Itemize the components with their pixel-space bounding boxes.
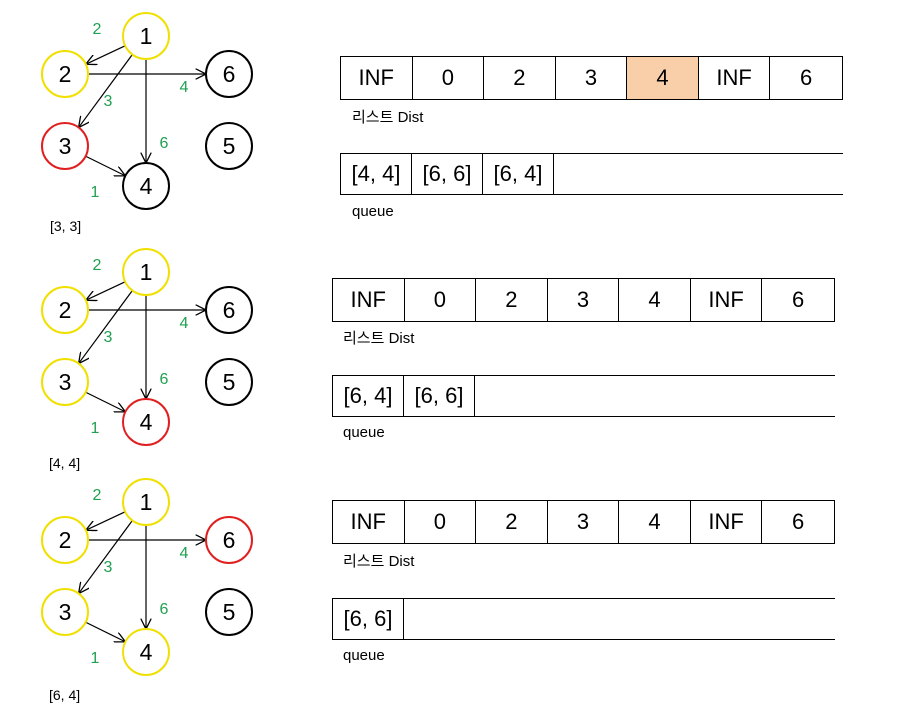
- node-1: [122, 12, 170, 60]
- queue-step-2: [6, 4][6, 6]: [332, 375, 835, 417]
- dist-cell-5: INF: [691, 279, 763, 321]
- node-3: [41, 588, 89, 636]
- queue-item-1: [6, 6]: [412, 154, 483, 194]
- node-label-3: 3: [59, 599, 72, 625]
- edge-weight-2-6: 4: [180, 545, 189, 562]
- edge-weight-3-4: 1: [91, 420, 100, 437]
- node-label-5: 5: [223, 599, 236, 625]
- node-label-4: 4: [140, 639, 153, 665]
- dist-cell-3: 3: [548, 501, 620, 543]
- graph-step-2: 2 3 6 4 1 1 2 3 4 5 6: [41, 248, 253, 446]
- node-2: [41, 50, 89, 98]
- dist-cell-1: 0: [413, 57, 485, 99]
- edge-weight-1-2: 2: [93, 487, 102, 504]
- node-3: [41, 122, 89, 170]
- node-label-5: 5: [223, 133, 236, 159]
- node-label-6: 6: [223, 297, 236, 323]
- edge-1-3: [79, 511, 139, 592]
- dist-cell-1: 0: [405, 279, 477, 321]
- edge-weight-2-6: 4: [180, 315, 189, 332]
- queue-item-2: [6, 4]: [483, 154, 554, 194]
- edge-weight-3-4: 1: [91, 184, 100, 201]
- edge-weight-1-4: 6: [160, 371, 169, 388]
- edge-weight-1-4: 6: [160, 135, 169, 152]
- node-6: [205, 50, 253, 98]
- step-1-label: [3, 3]: [50, 218, 82, 234]
- node-3: [41, 358, 89, 406]
- node-5: [205, 588, 253, 636]
- node-4: [122, 398, 170, 446]
- edge-weight-3-4: 1: [91, 650, 100, 667]
- node-label-5: 5: [223, 369, 236, 395]
- node-label-1: 1: [140, 23, 153, 49]
- node-label-2: 2: [59, 297, 72, 323]
- queue-item-0: [6, 4]: [333, 376, 404, 416]
- dist-cell-4: 4: [619, 501, 691, 543]
- edge-weight-1-2: 2: [93, 21, 102, 38]
- dist-cell-6: 6: [792, 287, 805, 312]
- node-label-4: 4: [140, 409, 153, 435]
- dist-cell-0: INF: [333, 279, 405, 321]
- dist-cell-0: INF: [341, 57, 413, 99]
- queue-caption-step-3: queue: [343, 647, 385, 664]
- node-label-1: 1: [140, 489, 153, 515]
- edge-weight-1-4: 6: [160, 601, 169, 618]
- node-6: [205, 286, 253, 334]
- queue-caption-step-1: queue: [352, 203, 394, 220]
- dist-caption-step-2: 리스트 Dist: [343, 330, 415, 347]
- node-1: [122, 478, 170, 526]
- dist-cell-2: 2: [484, 57, 556, 99]
- queue-step-3: [6, 6]: [332, 598, 835, 640]
- node-label-3: 3: [59, 369, 72, 395]
- node-label-6: 6: [223, 61, 236, 87]
- queue-item-0: [6, 6]: [333, 599, 404, 639]
- dist-cell-6: 6: [792, 509, 805, 534]
- dist-cell-6: 6: [800, 65, 813, 90]
- edge-weight-1-2: 2: [93, 257, 102, 274]
- node-4: [122, 628, 170, 676]
- node-label-3: 3: [59, 133, 72, 159]
- node-5: [205, 358, 253, 406]
- edge-1-3: [79, 45, 139, 126]
- edge-weight-1-3: 3: [104, 559, 113, 576]
- node-4: [122, 162, 170, 210]
- node-1: [122, 248, 170, 296]
- node-label-4: 4: [140, 173, 153, 199]
- dist-cell-3: 3: [548, 279, 620, 321]
- dist-cell-5: INF: [691, 501, 763, 543]
- step-2-label: [4, 4]: [49, 455, 81, 471]
- dist-cell-0: INF: [333, 501, 405, 543]
- dist-cell-4: 4: [627, 57, 699, 99]
- edge-weight-1-3: 3: [104, 93, 113, 110]
- dist-cell-3: 3: [556, 57, 628, 99]
- dist-cell-5: INF: [699, 57, 771, 99]
- node-5: [205, 122, 253, 170]
- dist-caption-step-3: 리스트 Dist: [343, 553, 415, 570]
- queue-item-1: [6, 6]: [404, 376, 475, 416]
- edge-weight-2-6: 4: [180, 79, 189, 96]
- node-2: [41, 286, 89, 334]
- dist-caption-step-1: 리스트 Dist: [352, 109, 424, 126]
- graph-step-3: 2 3 6 4 1 1 2 3 4 5 6: [41, 478, 253, 676]
- edge-weight-1-3: 3: [104, 329, 113, 346]
- graph-step-1: 2 3 6 4 1 1 2 3 4 5 6: [41, 12, 253, 210]
- node-label-6: 6: [223, 527, 236, 553]
- dist-cell-2: 2: [476, 279, 548, 321]
- node-2: [41, 516, 89, 564]
- dist-cell-1: 0: [405, 501, 477, 543]
- edge-1-3: [79, 281, 139, 362]
- node-6: [205, 516, 253, 564]
- queue-step-1: [4, 4][6, 6][6, 4]: [340, 153, 843, 195]
- queue-caption-step-2: queue: [343, 424, 385, 441]
- dist-cell-4: 4: [619, 279, 691, 321]
- step-3-label: [6, 4]: [49, 687, 81, 703]
- queue-item-0: [4, 4]: [341, 154, 412, 194]
- node-label-1: 1: [140, 259, 153, 285]
- node-label-2: 2: [59, 61, 72, 87]
- dist-cell-2: 2: [476, 501, 548, 543]
- node-label-2: 2: [59, 527, 72, 553]
